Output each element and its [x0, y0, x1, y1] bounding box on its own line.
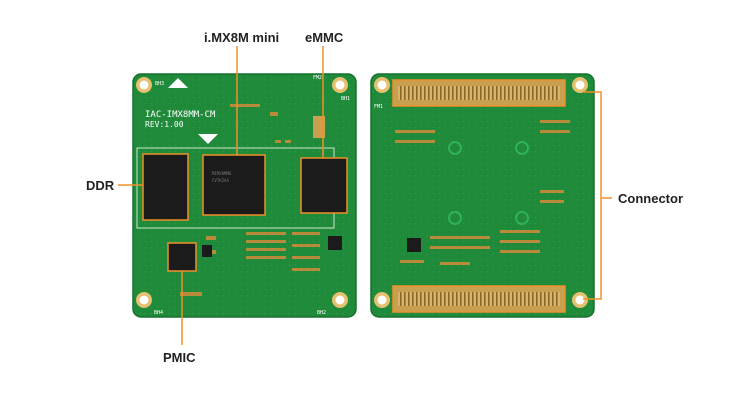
cpu-chip	[202, 154, 266, 216]
board-bottom-side: FM1	[370, 73, 595, 318]
revision-silk: REV:1.00	[145, 120, 184, 129]
mounting-hole-icon	[374, 77, 588, 308]
bh2-silk: BH2	[317, 310, 326, 316]
orientation-marker-icon	[198, 134, 218, 144]
bh3-silk: BH3	[155, 81, 164, 87]
label-pmic: PMIC	[163, 350, 196, 365]
ddr-chip	[142, 153, 189, 221]
label-emmc: eMMC	[305, 30, 344, 45]
board-top-side: IAC-IMX8MM-CM REV:1.00 BH3 BH4 BH2 BH1 F…	[132, 73, 357, 318]
label-connector: Connector	[618, 191, 683, 206]
fm1-silk: FM1	[374, 104, 383, 110]
label-imx8m: i.MX8M mini	[204, 30, 280, 45]
emmc-chip	[300, 157, 348, 214]
pin1-marker-icon	[168, 78, 188, 88]
bh4-silk: BH4	[154, 310, 163, 316]
bh1-silk: BH1	[341, 96, 350, 102]
label-ddr: DDR	[86, 178, 115, 193]
callout-lines	[118, 46, 612, 345]
mounting-hole-icon	[136, 77, 348, 308]
board-name-silk: IAC-IMX8MM-CM	[145, 110, 216, 120]
fm2-silk: FM2	[313, 75, 322, 81]
svg-text:MIMX8MM6: MIMX8MM6	[212, 171, 232, 176]
pmic-chip	[167, 242, 197, 272]
svg-text:CVTKZAA: CVTKZAA	[212, 178, 229, 183]
